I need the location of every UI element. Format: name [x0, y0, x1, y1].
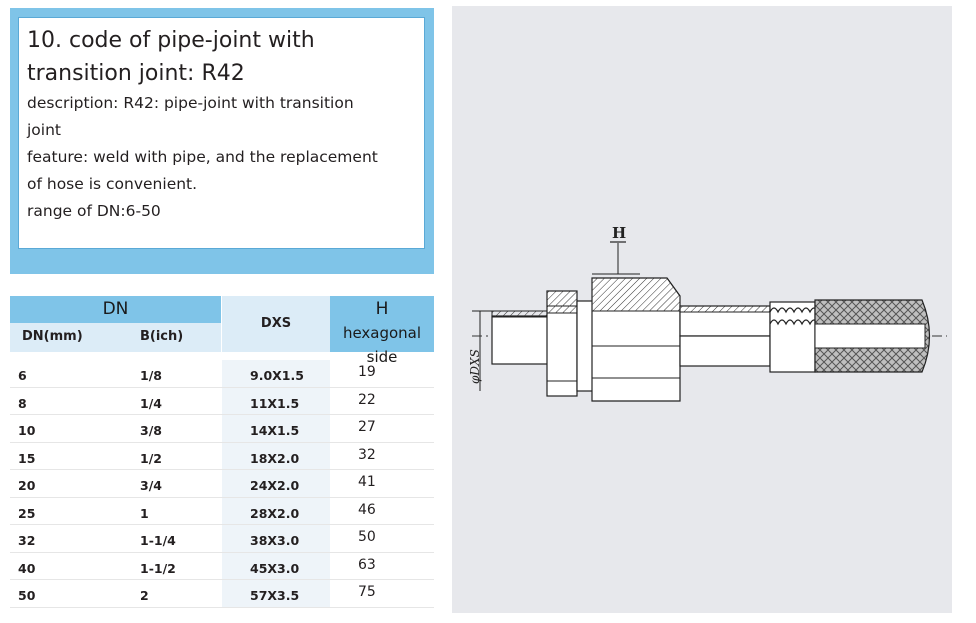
table-row: 50 2 57X3.5 75 — [10, 580, 434, 608]
cell-dn: 6 — [18, 368, 27, 383]
cell-dxs: 9.0X1.5 — [250, 368, 304, 383]
header-h: H hexagonal side — [330, 296, 434, 366]
description-line: description: R42: pipe-joint with transi… — [27, 94, 354, 112]
cell-b: 2 — [140, 588, 149, 603]
header-dxs: DXS — [222, 296, 330, 352]
cell-h: 32 — [358, 446, 376, 463]
header-dn: DN — [10, 296, 221, 323]
table-row: 8 1/4 11X1.5 22 — [10, 387, 434, 415]
cell-b: 1 — [140, 505, 149, 521]
cell-dxs: 14X1.5 — [250, 423, 300, 438]
cell-dn: 25 — [18, 505, 36, 521]
technical-drawing: H φDXS — [452, 6, 952, 613]
header-subrow: DN(mm) B(ich) — [10, 323, 221, 352]
description-box: 10. code of pipe-joint with transition j… — [18, 17, 425, 249]
cell-dn: 8 — [18, 395, 27, 411]
description-line: joint — [27, 121, 61, 139]
cell-b: 1/8 — [140, 368, 162, 383]
label-h: H — [612, 224, 626, 242]
table-row: 15 1/2 18X2.0 32 — [10, 442, 434, 470]
cell-b: 1/2 — [140, 450, 162, 466]
cell-dn: 50 — [18, 588, 36, 603]
description-panel: 10. code of pipe-joint with transition j… — [10, 8, 434, 274]
cell-dxs: 38X3.0 — [250, 533, 300, 548]
table-row: 20 3/4 24X2.0 41 — [10, 470, 434, 498]
feature-line: of hose is convenient. — [27, 175, 198, 193]
cell-h: 41 — [358, 474, 376, 490]
cell-h: 22 — [358, 391, 376, 408]
cell-dn: 15 — [18, 450, 36, 466]
cell-dn: 40 — [18, 560, 36, 576]
table-row: 32 1-1/4 38X3.0 50 — [10, 525, 434, 553]
cell-h: 75 — [358, 584, 376, 600]
cell-dxs: 18X2.0 — [250, 450, 300, 466]
label-dxs: φDXS — [468, 349, 482, 384]
cell-b: 1-1/2 — [140, 560, 176, 576]
cell-b: 3/8 — [140, 423, 162, 438]
header-dn-mm: DN(mm) — [22, 329, 83, 344]
table-row: 40 1-1/2 45X3.0 63 — [10, 552, 434, 580]
cell-dxs: 24X2.0 — [250, 478, 300, 493]
cell-dxs: 57X3.5 — [250, 588, 300, 603]
header-h-sub: hexagonal side — [342, 324, 422, 366]
cell-h: 27 — [358, 419, 376, 435]
pipe-joint-drawing: H φDXS — [468, 224, 947, 402]
cell-b: 3/4 — [140, 478, 162, 493]
table-row: 10 3/8 14X1.5 27 — [10, 415, 434, 443]
table-header: DN DN(mm) B(ich) DXS H hexagonal side — [10, 296, 434, 366]
section-title: 10. code of pipe-joint with transition j… — [27, 28, 315, 86]
cell-dxs: 45X3.0 — [250, 560, 300, 576]
feature-line: feature: weld with pipe, and the replace… — [27, 148, 378, 166]
header-h-label: H — [375, 299, 389, 319]
header-b-inch: B(ich) — [140, 329, 184, 344]
cell-h: 46 — [358, 501, 376, 518]
cell-dn: 20 — [18, 478, 36, 493]
cell-dxs: 28X2.0 — [250, 505, 300, 521]
cell-b: 1/4 — [140, 395, 162, 411]
spec-table: DN DN(mm) B(ich) DXS H hexagonal side 6 … — [10, 296, 434, 608]
cell-h: 19 — [358, 364, 376, 380]
table-row: 25 1 28X2.0 46 — [10, 497, 434, 525]
range-line: range of DN:6-50 — [27, 202, 161, 220]
cell-b: 1-1/4 — [140, 533, 176, 548]
cell-dn: 32 — [18, 533, 36, 548]
table-row: 6 1/8 9.0X1.5 19 — [10, 360, 434, 388]
cell-h: 50 — [358, 529, 376, 545]
cell-dxs: 11X1.5 — [250, 395, 300, 411]
cell-h: 63 — [358, 556, 376, 573]
cell-dn: 10 — [18, 423, 36, 438]
